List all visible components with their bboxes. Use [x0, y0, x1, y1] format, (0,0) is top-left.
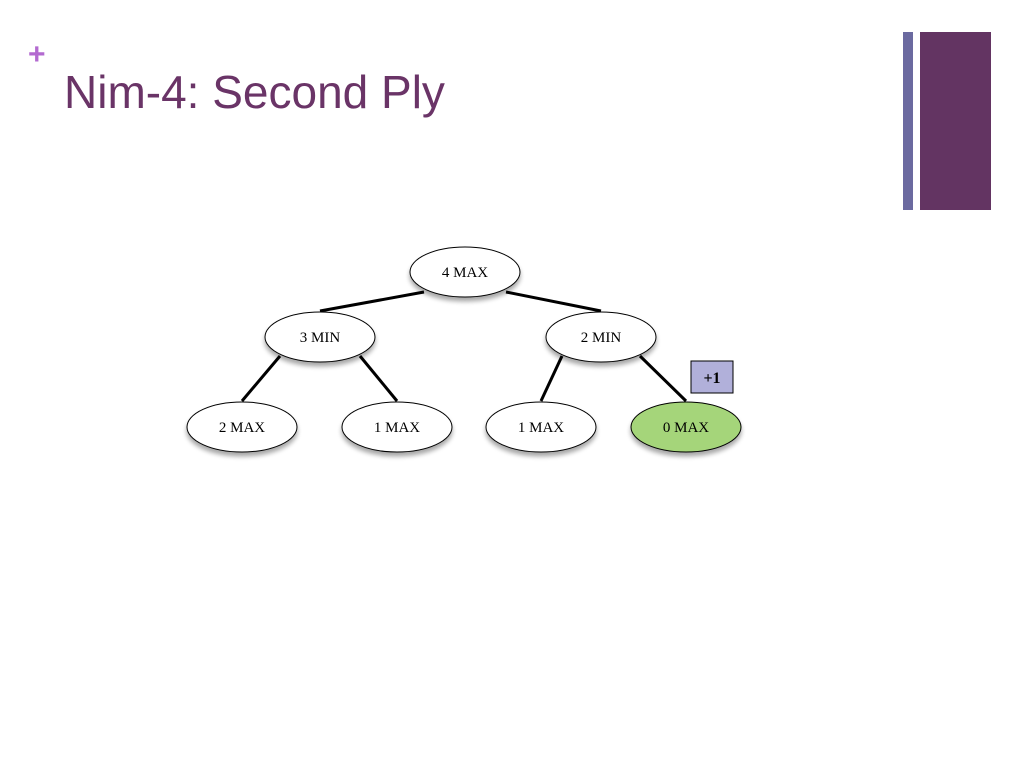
node-label: 1 MAX — [374, 420, 420, 436]
node-ellipse — [485, 401, 597, 453]
tree-edge — [638, 354, 688, 403]
tree-edge — [240, 355, 282, 402]
node-ellipse — [341, 401, 453, 453]
tree-edge — [505, 290, 602, 313]
tree-node: 1 MAX — [341, 401, 453, 453]
tree-edge — [358, 355, 399, 402]
slide-title: Nim-4: Second Ply — [64, 66, 445, 118]
tree-node: 4 MAX — [409, 246, 521, 298]
score-badge-label: +1 — [703, 370, 720, 387]
tree-edges — [240, 290, 688, 403]
tree-edge — [319, 290, 425, 313]
score-badge-group: +1 — [690, 360, 734, 394]
tree-node: 2 MAX — [186, 401, 298, 453]
accent-bar-thin — [903, 32, 913, 210]
node-label: 1 MAX — [518, 420, 564, 436]
node-label: 4 MAX — [442, 265, 488, 281]
tree-node: 3 MIN — [264, 311, 376, 363]
tree-node: 1 MAX — [485, 401, 597, 453]
tree-nodes: 4 MAX 3 MIN 2 MIN 2 MAX 1 MAX 1 MAX 0 MAX — [186, 246, 742, 453]
tree-edge — [539, 355, 564, 402]
node-ellipse — [186, 401, 298, 453]
tree-node: 0 MAX — [630, 401, 742, 453]
node-ellipse — [264, 311, 376, 363]
node-label: 2 MIN — [581, 330, 622, 346]
node-label: 2 MAX — [219, 420, 265, 436]
node-ellipse — [545, 311, 657, 363]
plus-icon: + — [28, 38, 46, 71]
accent-bar-thick — [920, 32, 991, 210]
node-ellipse-highlighted — [630, 401, 742, 453]
node-label: 0 MAX — [663, 420, 709, 436]
node-label: 3 MIN — [300, 330, 341, 346]
tree-node: 2 MIN — [545, 311, 657, 363]
node-ellipse — [409, 246, 521, 298]
score-badge — [690, 360, 734, 394]
